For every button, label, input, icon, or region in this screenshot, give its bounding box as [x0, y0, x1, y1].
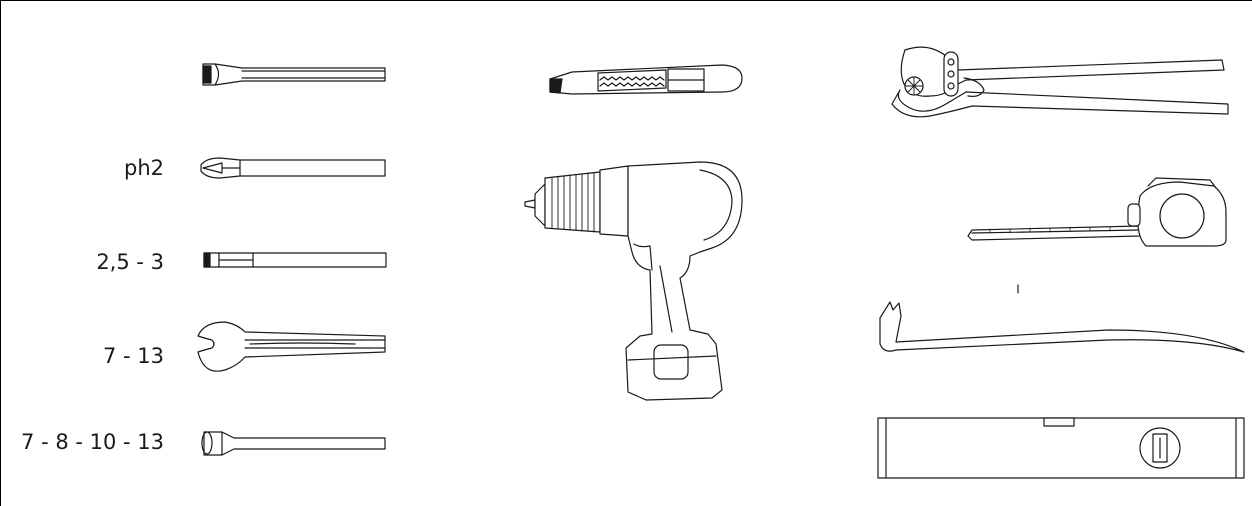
open-end-wrench-icon — [198, 322, 385, 371]
label-socket-size: 7 - 8 - 10 - 13 — [21, 430, 164, 454]
utility-knife-icon — [550, 65, 742, 94]
label-wrench-size: 7 - 13 — [102, 344, 164, 368]
tape-measure-icon — [968, 178, 1226, 293]
label-hex-size: 2,5 - 3 — [96, 250, 164, 274]
socket-wrench-icon — [202, 432, 385, 455]
phillips-screwdriver-icon — [201, 158, 385, 178]
spirit-level-icon — [878, 418, 1244, 478]
flat-screwdriver-icon — [203, 64, 385, 85]
label-phillips-size: ph2 — [123, 156, 164, 180]
hex-key-icon — [204, 253, 386, 267]
cordless-drill-icon — [525, 162, 742, 400]
water-pump-pliers-icon — [892, 47, 1228, 117]
crowbar-icon — [880, 302, 1244, 352]
